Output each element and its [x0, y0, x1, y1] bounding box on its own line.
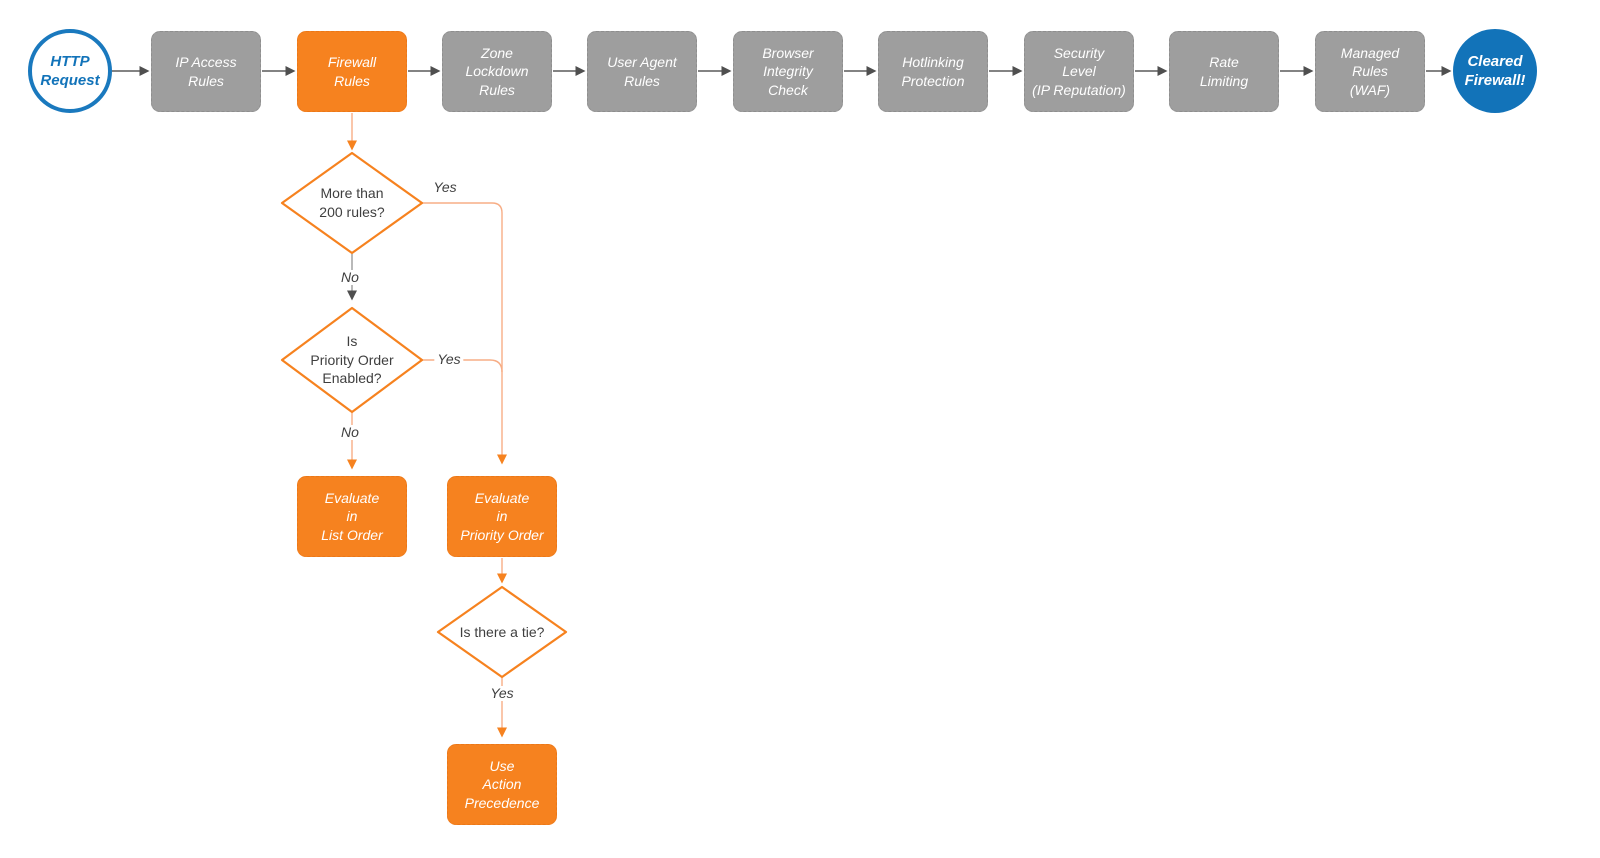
end-node-label: Cleared Firewall!	[1464, 52, 1526, 89]
action-evaluate-priority-order: Evaluate in Priority Order	[447, 476, 557, 557]
end-node-cleared-firewall: Cleared Firewall!	[1453, 29, 1537, 113]
decision-priority-diamond	[280, 306, 424, 414]
stage-firewall-rules: Firewall Rules	[297, 31, 407, 112]
decision-tie-label: Is there a tie?	[459, 623, 545, 640]
stage-managed-rules-waf: Managed Rules (WAF)	[1315, 31, 1425, 112]
action-evaluate-list-order: Evaluate in List Order	[297, 476, 407, 557]
edge-rules200-yes	[422, 202, 507, 465]
edge-label-tie-yes: Yes	[487, 685, 517, 702]
stage-security-level: Security Level (IP Reputation)	[1024, 31, 1134, 112]
decision-diamonds	[280, 151, 568, 679]
stage-zone-lockdown-rules: Zone Lockdown Rules	[442, 31, 552, 112]
stage-rate-limiting: Rate Limiting	[1169, 31, 1279, 112]
edge-label-priority-yes: Yes	[434, 351, 464, 368]
action-use-action-precedence: Use Action Precedence	[447, 744, 557, 825]
edge-priority-yes	[422, 359, 503, 373]
decision-priority-label: Is Priority Order Enabled?	[310, 332, 394, 387]
decision-tie-diamond	[436, 585, 568, 679]
decision-rules200-diamond	[280, 151, 424, 255]
stage-user-agent-rules: User Agent Rules	[587, 31, 697, 112]
edge-label-rules200-yes: Yes	[430, 179, 460, 196]
edge-label-rules200-no: No	[338, 269, 362, 286]
stage-ip-access-rules: IP Access Rules	[151, 31, 261, 112]
edge-label-priority-no: No	[338, 424, 362, 441]
start-node-http-request: HTTP Request	[28, 29, 112, 113]
decision-rules200-label: More than 200 rules?	[319, 185, 385, 220]
stage-hotlinking-protection: Hotlinking Protection	[878, 31, 988, 112]
stage-browser-integrity-check: Browser Integrity Check	[733, 31, 843, 112]
start-node-label: HTTP Request	[40, 52, 100, 89]
